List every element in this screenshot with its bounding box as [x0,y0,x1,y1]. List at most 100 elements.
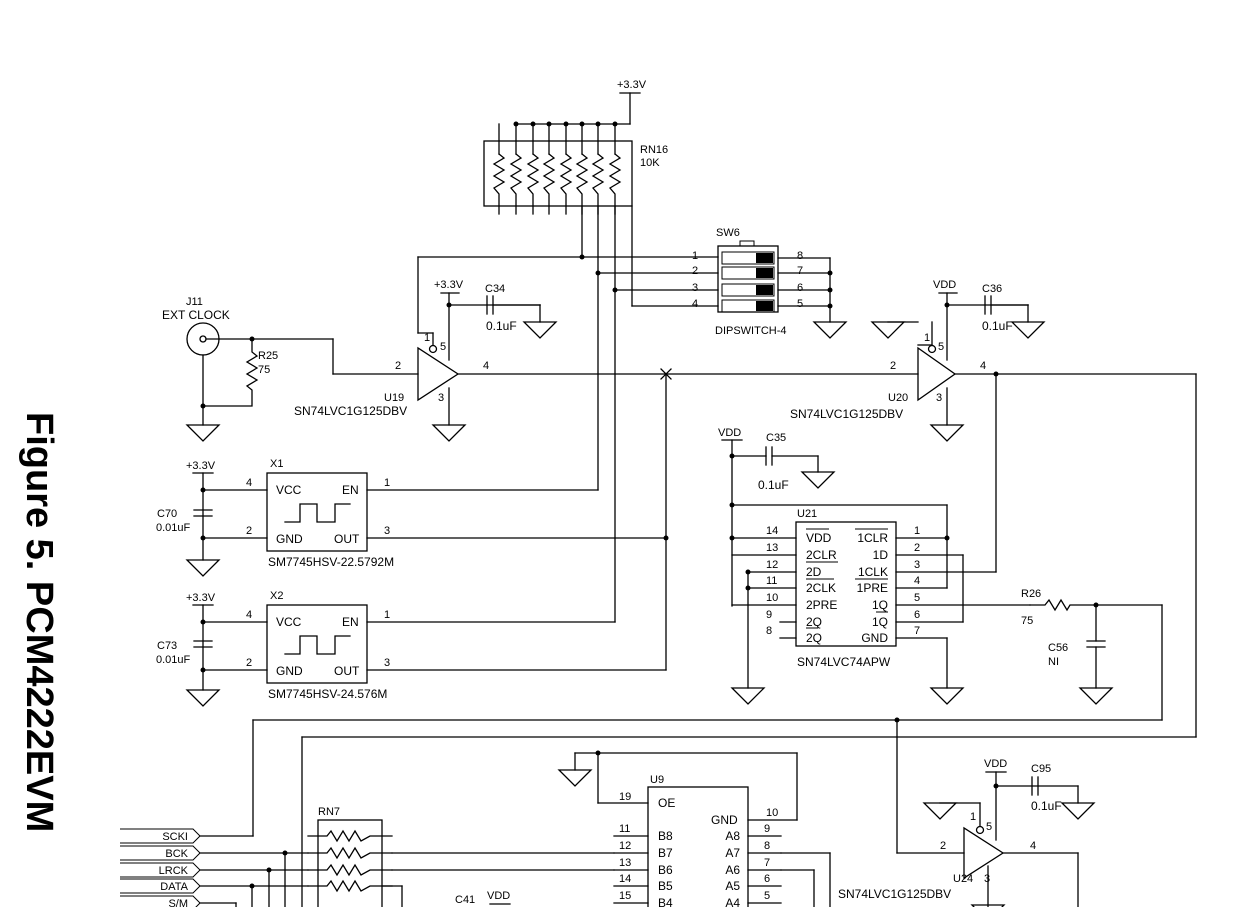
rn16-resistor [492,153,506,215]
u21-pin-name-left: 2PRE [806,598,837,612]
u21-pin-number-left: 12 [766,559,778,571]
x2-out: OUT [334,664,360,678]
x2-pin-gnd: 2 [246,657,252,669]
u9-pin-number-left: 13 [619,857,631,869]
u9-pin-number-left: 15 [619,890,631,902]
u21-pin-number-right: 3 [914,559,920,571]
u9-pin-number-left: 14 [619,873,631,885]
u24-ref: U24 [953,873,973,885]
u21-pin-name-right: 1D [873,548,889,562]
u21-pin-name-right: GND [861,631,888,645]
u21-ref: U21 [797,508,817,520]
u9-pin-name-left: B5 [658,879,673,893]
ground-symbol [522,321,558,339]
u19-pin-in: 2 [395,360,401,372]
j11-ref: J11 [186,296,203,308]
r26-ref: R26 [1021,588,1041,600]
r26-resistor: R26 75 C56 NI [252,373,1197,738]
sw6-switch-knob [756,268,773,278]
sw6-pin-left: 2 [692,265,698,277]
c70-value: 0.01uF [156,522,191,534]
rn7-ref: RN7 [318,806,340,818]
u20-buffer: VDD 1 5 2 4 3 U20 SN74LVC1G125DBV [790,279,1197,426]
u21-pin-name-right: 1CLR [857,531,888,545]
u9-pin-number-right: 9 [764,823,770,835]
u21-pin-name-left: 2Q [806,631,822,645]
rn16-resistor [559,153,573,215]
signal-port-label: SCKI [162,831,188,843]
rn16-resistor [591,153,605,215]
x1-supply-label: +3.3V [186,460,216,472]
x1-gnd: GND [276,532,303,546]
rn16-supply-label: +3.3V [617,79,647,91]
u20-pin-vcc: 5 [938,341,944,353]
u21-pin-number-right: 5 [914,592,920,604]
r25-value: 75 [258,364,270,376]
rn16-value: 10K [640,157,660,169]
u19-ref: U19 [384,392,404,404]
signal-port [120,895,201,907]
u24-part: SN74LVC1G125DBV [838,887,951,901]
rn7-resistor [307,829,393,843]
signal-port [120,845,201,861]
u19-pin-out: 4 [483,360,489,372]
u19-buffer: +3.3V 1 5 2 4 3 U19 SN74LVC1G125DBV [294,256,667,426]
sw6-switch-knob [756,301,773,311]
rn16-resistor [608,153,622,215]
x1-oscillator: +3.3V C70 0.01uF X1 VCC EN GND OUT 4 2 1… [156,458,667,569]
sw6-pin-right: 6 [797,282,803,294]
u9-pin-number-right: 8 [764,840,770,852]
u21-pin-number-left: 10 [766,592,778,604]
u21-pin-name-right: 1Q [872,615,888,629]
u21-pin-name-left: 2CLK [806,581,836,595]
sw6-part: DIPSWITCH-4 [715,325,787,337]
sw6-switch-knob [756,285,773,295]
x2-vcc: VCC [276,615,302,629]
x1-en: EN [342,483,359,497]
ground-symbol [185,689,221,707]
u9-pin-number-right: 7 [764,857,770,869]
ground-symbol [812,321,848,339]
u24-pin-out: 4 [1030,840,1036,852]
u9-oe-name: OE [658,796,675,810]
rn16-resistor [526,153,540,215]
u9-pin-name-left: B8 [658,829,673,843]
u21-pin-number-left: 9 [766,609,772,621]
u9-pin-name-right: A6 [725,863,740,877]
rn16-resistor [509,153,523,215]
ground-symbol [431,424,467,442]
sw6-switch [721,251,775,265]
sw6-ref: SW6 [716,227,740,239]
u21-pin-name-left: VDD [806,531,832,545]
u21-pin-number-left: 11 [766,575,777,587]
sw6-pin-left: 4 [692,298,698,310]
u9-pin-number-left: 11 [619,823,630,835]
c56-value: NI [1048,656,1059,668]
u19-pin-gnd: 3 [438,392,444,404]
x2-pin-out: 3 [384,657,390,669]
x2-part: SM7745HSV-24.576M [268,687,387,701]
ground-symbol [1060,802,1096,820]
ground-symbol [730,687,766,705]
signal-port-label: BCK [165,848,188,860]
sw6-switch [721,299,775,313]
ground-symbol [185,424,221,442]
c56-ref: C56 [1048,642,1068,654]
x1-part: SM7745HSV-22.5792M [268,555,394,569]
u9-pin-name-left: B7 [658,846,673,860]
u24-pin-vcc: 5 [986,821,992,833]
c41-ref: C41 [455,894,475,906]
x1-pin-en: 1 [384,477,390,489]
rn7-resistor [307,846,393,860]
sw6-pin-right: 7 [797,265,803,277]
u19-pin-oe: 1 [424,332,430,344]
u20-pin-gnd: 3 [936,392,942,404]
u21-pin-number-right: 1 [914,525,920,537]
u21-pin-name-right: 1Q [872,598,888,612]
signal-port [120,828,201,844]
sw6-pin-right: 8 [797,250,803,262]
u9-pin-number-left: 12 [619,840,631,852]
rn16-resistor [542,153,556,215]
